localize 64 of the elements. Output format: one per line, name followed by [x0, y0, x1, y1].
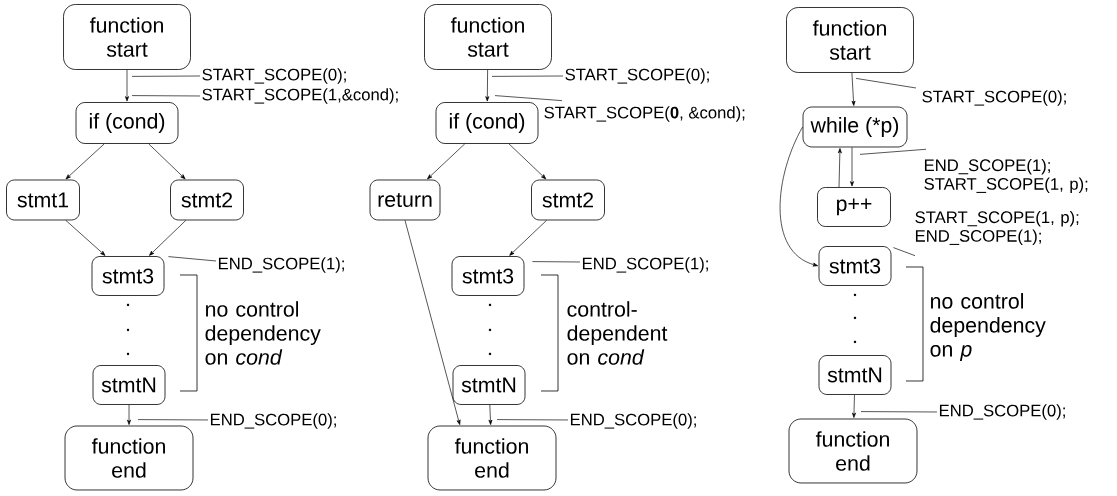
- arrow: [509, 220, 547, 256]
- statement-box: stmtN: [818, 355, 892, 395]
- leader-line: [893, 247, 916, 257]
- arrow: [852, 394, 856, 418]
- arrow: [65, 220, 106, 256]
- code-annotation: START_SCOPE(1, p); END_SCOPE(1);: [915, 210, 1079, 246]
- arrow: [404, 220, 461, 425]
- leader-line: [131, 75, 201, 77]
- arrow: [65, 143, 105, 180]
- statement-box: stmtN: [452, 365, 526, 405]
- code-annotation: END_SCOPE(0);: [210, 413, 336, 429]
- arrow: [485, 69, 490, 102]
- arrow: [149, 220, 187, 256]
- statement-box: while (*p): [802, 106, 908, 148]
- statement-box: stmt3: [818, 246, 892, 286]
- leader-line: [494, 95, 563, 101]
- statement-box: function end: [427, 425, 557, 491]
- arrow: [508, 143, 547, 180]
- statement-box: function end: [788, 418, 918, 484]
- arrow: [837, 148, 842, 188]
- leader-line: [496, 419, 569, 421]
- arrow: [488, 404, 493, 425]
- leader-line: [532, 261, 581, 263]
- code-annotation: END_SCOPE(0);: [570, 413, 696, 429]
- statement-box: stmt3: [91, 256, 165, 296]
- statement-box: if (cond): [75, 102, 179, 144]
- statement-box: p++: [817, 187, 891, 227]
- arrow: [127, 404, 131, 425]
- leader-line: [860, 411, 938, 413]
- statement-box: if (cond): [435, 102, 539, 144]
- leader-line: [855, 78, 917, 89]
- statement-box: function start: [63, 4, 191, 70]
- code-annotation: START_SCOPE(1,&cond);: [202, 88, 398, 104]
- leader-line: [491, 75, 564, 77]
- code-annotation: START_SCOPE(0, &cond);: [544, 106, 745, 122]
- bracket-note: no control dependency on cond: [205, 301, 321, 365]
- leader-line: [859, 148, 927, 155]
- leader-line: [137, 419, 209, 421]
- code-annotation: END_SCOPE(1);: [582, 257, 708, 273]
- leader-line: [168, 256, 217, 262]
- code-annotation: START_SCOPE(0);: [922, 90, 1066, 106]
- arrow: [779, 126, 818, 267]
- statement-box: return: [369, 179, 441, 221]
- arrow: [850, 147, 854, 187]
- code-annotation: START_SCOPE(0);: [565, 68, 709, 84]
- statement-box: function start: [424, 4, 552, 70]
- leader-line: [131, 95, 201, 97]
- arrow: [427, 143, 466, 180]
- statement-box: function start: [786, 7, 914, 73]
- arrow: [148, 143, 186, 180]
- statement-box: stmt3: [451, 256, 525, 296]
- statement-box: stmtN: [92, 365, 166, 405]
- code-annotation: START_SCOPE(0);: [202, 68, 346, 84]
- arrow: [851, 72, 856, 106]
- statement-box: function end: [64, 425, 194, 491]
- code-annotation: END_SCOPE(0);: [939, 404, 1065, 420]
- arrow: [125, 69, 129, 102]
- statement-box: stmt1: [6, 179, 80, 221]
- bracket-note: no control dependency on p: [930, 293, 1046, 361]
- bracket-note: control- dependent on cond: [567, 301, 668, 365]
- statement-box: stmt2: [170, 179, 244, 221]
- code-annotation: END_SCOPE(1); START_SCOPE(1, p);: [924, 158, 1088, 194]
- code-annotation: END_SCOPE(1);: [218, 257, 344, 273]
- statement-box: stmt2: [531, 179, 605, 221]
